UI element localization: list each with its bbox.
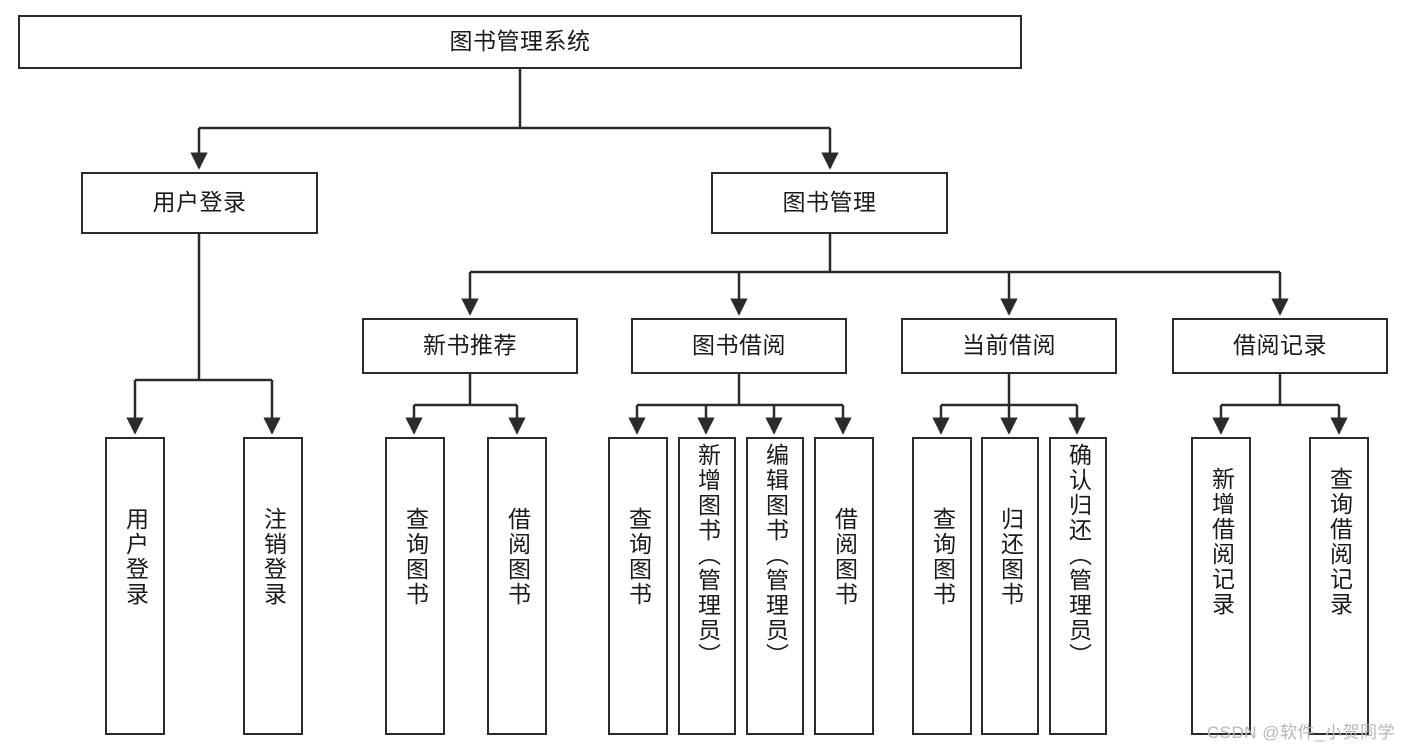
leaf-edit-book-admin[interactable]: 编辑图书（管理员） <box>746 437 804 735</box>
node-new-book-recommend[interactable]: 新书推荐 <box>362 318 578 374</box>
node-borrow-record-label: 借阅记录 <box>1233 332 1327 359</box>
leaf-query-borrow-record-label: 查询借阅记录 <box>1326 467 1353 617</box>
leaf-user-login[interactable]: 用户登录 <box>105 437 165 735</box>
node-root-label: 图书管理系统 <box>449 28 591 55</box>
csdn-watermark: CSDN @软件_小贺同学 <box>1206 723 1395 742</box>
node-current-borrow-label: 当前借阅 <box>962 332 1056 359</box>
leaf-add-book-admin-label: 新增图书（管理员） <box>694 443 721 668</box>
node-root[interactable]: 图书管理系统 <box>18 15 1022 69</box>
leaf-query-book-borrow[interactable]: 查询图书 <box>608 437 668 735</box>
node-user-login[interactable]: 用户登录 <box>81 172 318 234</box>
leaf-query-borrow-record[interactable]: 查询借阅记录 <box>1309 437 1369 735</box>
node-borrow-record[interactable]: 借阅记录 <box>1172 318 1388 374</box>
leaf-borrow-book-recommend-label: 借阅图书 <box>504 507 531 607</box>
leaf-user-login-label: 用户登录 <box>122 507 149 607</box>
node-book-manage-label: 图书管理 <box>782 189 877 216</box>
node-book-borrow[interactable]: 图书借阅 <box>631 318 847 374</box>
leaf-logout-label: 注销登录 <box>260 507 287 607</box>
leaf-query-book-current[interactable]: 查询图书 <box>912 437 972 735</box>
leaf-add-borrow-record-label: 新增借阅记录 <box>1208 467 1235 617</box>
leaf-add-book-admin[interactable]: 新增图书（管理员） <box>678 437 736 735</box>
leaf-edit-book-admin-label: 编辑图书（管理员） <box>762 443 789 668</box>
node-book-manage[interactable]: 图书管理 <box>711 172 948 234</box>
leaf-query-book-recommend[interactable]: 查询图书 <box>385 437 445 735</box>
leaf-borrow-book-borrow[interactable]: 借阅图书 <box>814 437 874 735</box>
node-book-borrow-label: 图书借阅 <box>692 332 786 359</box>
leaf-borrow-book-borrow-label: 借阅图书 <box>831 507 858 607</box>
leaf-add-borrow-record[interactable]: 新增借阅记录 <box>1191 437 1251 735</box>
leaf-return-book-label: 归还图书 <box>997 507 1024 607</box>
leaf-query-book-borrow-label: 查询图书 <box>625 507 652 607</box>
leaf-confirm-return-admin[interactable]: 确认归还（管理员） <box>1049 437 1107 735</box>
node-new-book-recommend-label: 新书推荐 <box>423 332 517 359</box>
leaf-borrow-book-recommend[interactable]: 借阅图书 <box>487 437 547 735</box>
leaf-query-book-current-label: 查询图书 <box>929 507 956 607</box>
leaf-return-book[interactable]: 归还图书 <box>981 437 1039 735</box>
leaf-logout[interactable]: 注销登录 <box>243 437 303 735</box>
node-current-borrow[interactable]: 当前借阅 <box>901 318 1117 374</box>
node-user-login-label: 用户登录 <box>152 189 247 216</box>
leaf-confirm-return-admin-label: 确认归还（管理员） <box>1065 443 1092 668</box>
leaf-query-book-recommend-label: 查询图书 <box>402 507 429 607</box>
